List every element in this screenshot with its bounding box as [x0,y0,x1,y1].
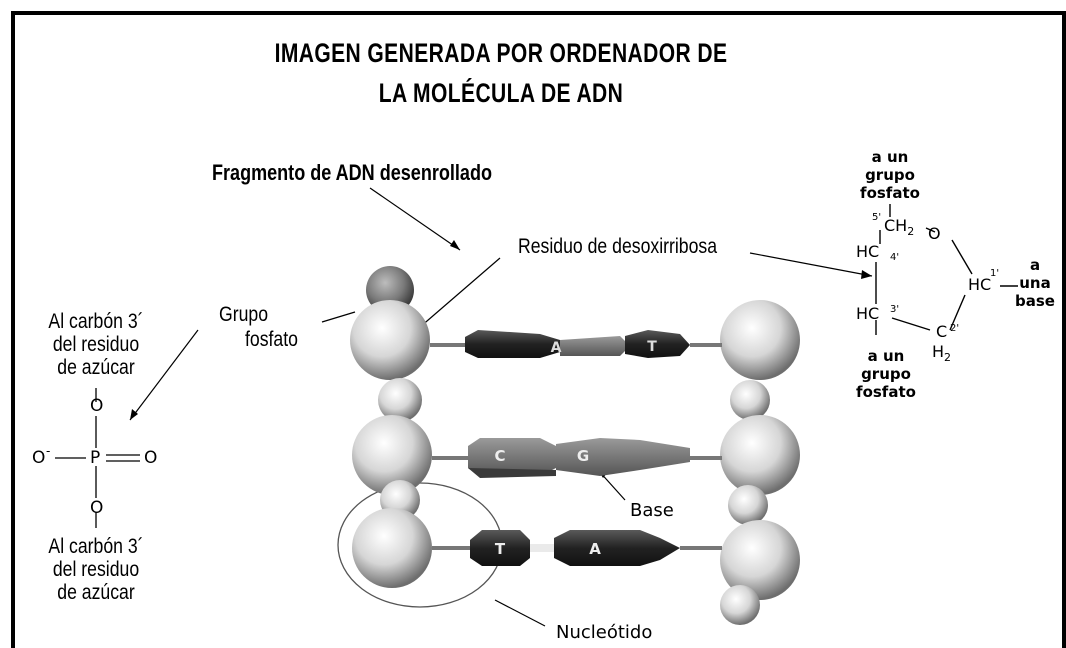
note-line: grupo [861,365,911,383]
atom-hc3: HC [856,304,880,323]
phosphate-sphere [720,585,760,625]
atom-symbol: CH [884,216,908,235]
atom-h2: H2 [932,342,951,364]
sugar-sphere [352,508,432,588]
carbon-number-4: 4' [890,252,900,263]
fragment-label: Fragmento de ADN desenrollado [212,160,492,185]
sugar-ring-bonds [875,204,1018,335]
note-line: de azúcar [57,581,135,604]
phosphate-pointer-short [321,311,356,323]
phosphate-top-note: Al carbón 3´ del residuo de azúcar [46,310,147,379]
carbon-number-2: 2' [950,323,960,334]
base-letter: T [495,540,506,558]
note-line: fosfato [856,383,916,401]
sugar-sphere [720,415,800,495]
base-block [625,330,690,358]
base-letter: C [494,447,505,465]
phosphate-bottom-note: Al carbón 3´ del residuo de azúcar [46,535,147,604]
atom-o-right: O [144,448,158,468]
atom-p: P [90,448,101,468]
subscript: 2 [944,351,952,365]
atom-ch2: CH2 [884,216,914,238]
note-line: fosfato [860,184,920,202]
base-block [556,438,690,476]
note-line: del residuo [52,558,140,581]
note-line: a un [871,148,909,166]
base-block [468,438,556,476]
note-line: grupo [865,166,915,184]
atom-c2: C [936,322,948,341]
atom-symbol: H [932,342,945,361]
sugar-sphere [720,520,800,600]
base-pair-3: T A [432,530,722,566]
sugar-sphere [352,415,432,495]
base-pair-1: A T [430,330,722,358]
atom-hc1: HC [968,275,992,294]
base-block [465,330,560,358]
title-line-1: IMAGEN GENERADA POR ORDENADOR DE [274,38,728,68]
ring-bottom-note: a un grupo fosfato [846,347,926,401]
note-line: a un [867,347,905,365]
nucleotide-label: Nucleótido [556,622,653,643]
base-letter: G [577,447,589,465]
atom-o-minus: - [46,444,51,458]
base-letter: T [647,339,657,355]
phosphate-sphere [378,378,422,422]
atom-ring-o: O [928,224,941,243]
title-line-2: LA MOLÉCULA DE ADN [378,78,624,108]
atom-hc4: HC [856,242,880,261]
note-line: base [1015,292,1055,310]
base-block [554,530,680,566]
note-line: del residuo [52,333,140,356]
note-line: Al carbón 3´ [48,310,144,333]
carbon-number-5: 5' [872,212,882,223]
sugar-residue-label: Residuo de desoxirribosa [518,235,718,258]
fragment-pointer [369,187,461,251]
carbon-number-1: 1' [990,268,1000,279]
atom-o-top: O [90,396,104,416]
right-backbone [720,300,800,625]
note-line: a [1029,256,1041,274]
figure-frame [11,11,1066,648]
phosphate-sphere [728,485,768,525]
ring-right-note: a una base [1010,256,1060,310]
phosphate-group-label-1: Grupo [219,303,269,326]
carbon-number-3: 3' [890,304,900,315]
base-label: Base [630,500,674,521]
base-letter: A [551,340,562,356]
note-line: una [1019,274,1051,292]
phosphate-pointer-long [129,329,199,421]
sugar-sphere [720,300,800,380]
phosphate-bonds [55,388,140,528]
phosphate-sphere [730,380,770,420]
atom-o-bottom: O [90,498,104,518]
subscript: 2 [907,225,915,239]
note-line: Al carbón 3´ [48,535,144,558]
base-block [560,336,630,356]
atom-o-left: O [32,448,46,468]
phosphate-group-label-2: fosfato [245,328,298,351]
base-block [470,530,530,566]
sugar-ring-pointer [749,252,873,277]
ring-top-note: a un grupo fosfato [850,148,930,202]
sugar-sphere [350,300,430,380]
base-letter: A [589,540,601,558]
nucleotide-pointer [494,599,546,627]
note-line: de azúcar [57,356,135,379]
base-pair-2: C G [432,438,722,478]
left-backbone [350,266,432,588]
